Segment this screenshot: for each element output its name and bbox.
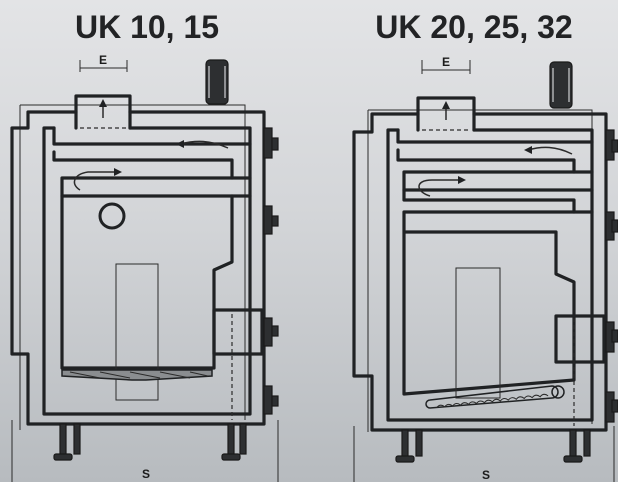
water-jacket-inner [42,126,252,416]
valve-connector-icon [263,205,279,235]
grate [61,369,213,381]
valve-connector-icon [605,211,618,241]
boiler-legs [53,423,247,461]
dimension-s: S [11,420,279,482]
valve-connector-icon [605,391,618,423]
boiler-uk-20-25-32: UK 20, 25, 32 E [352,9,618,482]
flow-arrow-icon [73,168,122,191]
dimension-s-label: S [142,467,150,481]
fuel-door-outline [115,263,159,401]
dimension-s: S [353,426,615,482]
fuel-door-outline [455,267,501,399]
ash-door [554,314,606,364]
baffle-middle [60,176,252,198]
safety-valve-icon [205,59,229,105]
valve-connector-icon [605,129,618,161]
safety-valve-icon [549,61,573,109]
flow-arrow-icon [524,146,573,155]
boiler-legs [395,429,591,463]
dimension-e: E [421,55,471,74]
baffle-1-lower [396,148,576,174]
water-jacket-outer [352,112,608,432]
valve-connector-icon [263,317,279,347]
baffle-2-lower [402,188,576,214]
grate [425,385,565,409]
combustion-chamber [60,194,234,370]
boiler-uk-10-15: UK 10, 15 E [10,9,279,482]
valve-connector-icon [263,127,279,159]
dimension-e: E [79,53,128,72]
dimension-e-label: E [442,55,450,69]
dimension-e-label: E [99,53,107,67]
inspection-opening [98,202,126,230]
water-jacket-outer [10,110,266,426]
combustion-chamber [402,210,594,396]
valve-connector-icon [605,321,618,353]
ash-door [212,308,264,356]
flow-arrow-icon [176,140,229,149]
baffle-top-lower [52,150,234,180]
outer-casing [19,104,246,430]
boiler-title: UK 10, 15 [75,9,219,45]
flue-outlet-arrow-icon [442,101,450,120]
flow-arrow-icon [418,176,466,197]
baffle-1-upper [396,128,594,144]
water-jacket-inner [386,128,594,422]
boiler-title: UK 20, 25, 32 [375,9,572,45]
baffle-2 [402,170,594,192]
dimension-s-label: S [482,468,490,482]
flue-outlet-arrow-icon [99,99,107,118]
valve-connector-icon [263,385,279,415]
baffle-top-upper [52,126,252,146]
outer-casing [367,109,593,432]
